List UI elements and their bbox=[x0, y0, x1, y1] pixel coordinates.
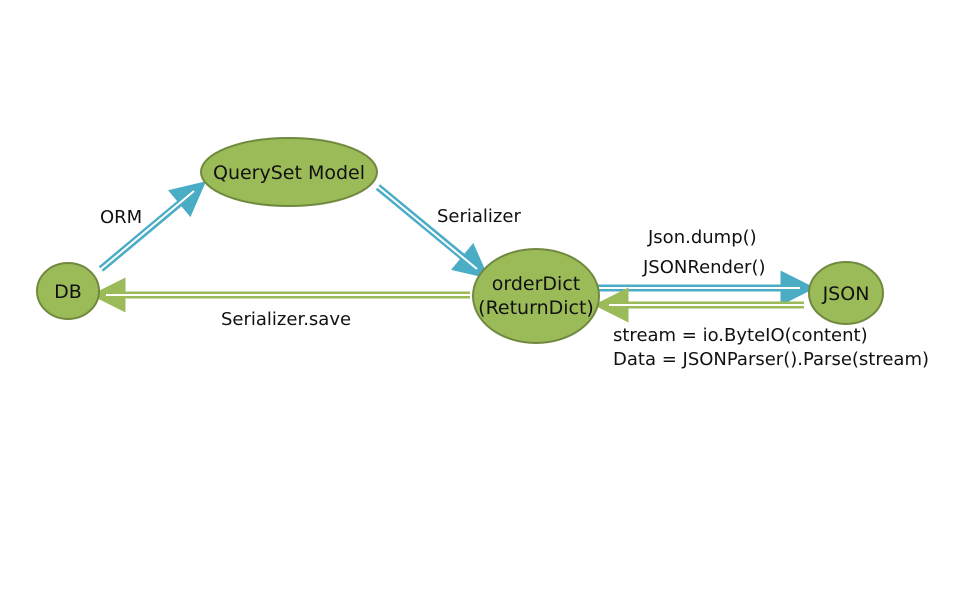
node-queryset-model-label: QuerySet Model bbox=[213, 162, 365, 184]
node-json: JSON bbox=[808, 261, 884, 325]
orm-arrow bbox=[98, 181, 207, 272]
node-queryset-model: QuerySet Model bbox=[200, 137, 378, 207]
edge-label-parse-line1: stream = io.ByteIO(content) bbox=[613, 325, 868, 346]
node-orderdict-line1: orderDict bbox=[492, 273, 580, 295]
serializer-arrow bbox=[375, 184, 490, 279]
edge-label-serializer: Serializer bbox=[437, 206, 521, 227]
edge-label-serializer-save: Serializer.save bbox=[221, 309, 351, 330]
node-json-label: JSON bbox=[822, 283, 870, 305]
edge-label-json-dump: Json.dump() bbox=[647, 227, 757, 248]
node-orderdict-line2: (ReturnDict) bbox=[478, 297, 594, 319]
edge-label-orm: ORM bbox=[100, 207, 142, 228]
edge-label-parse-line2: Data = JSONParser().Parse(stream) bbox=[613, 349, 929, 370]
node-db: DB bbox=[36, 262, 100, 320]
node-db-label: DB bbox=[54, 281, 82, 303]
edge-label-json-render: JSONRender() bbox=[642, 257, 766, 278]
node-orderdict: orderDict (ReturnDict) bbox=[472, 248, 600, 344]
